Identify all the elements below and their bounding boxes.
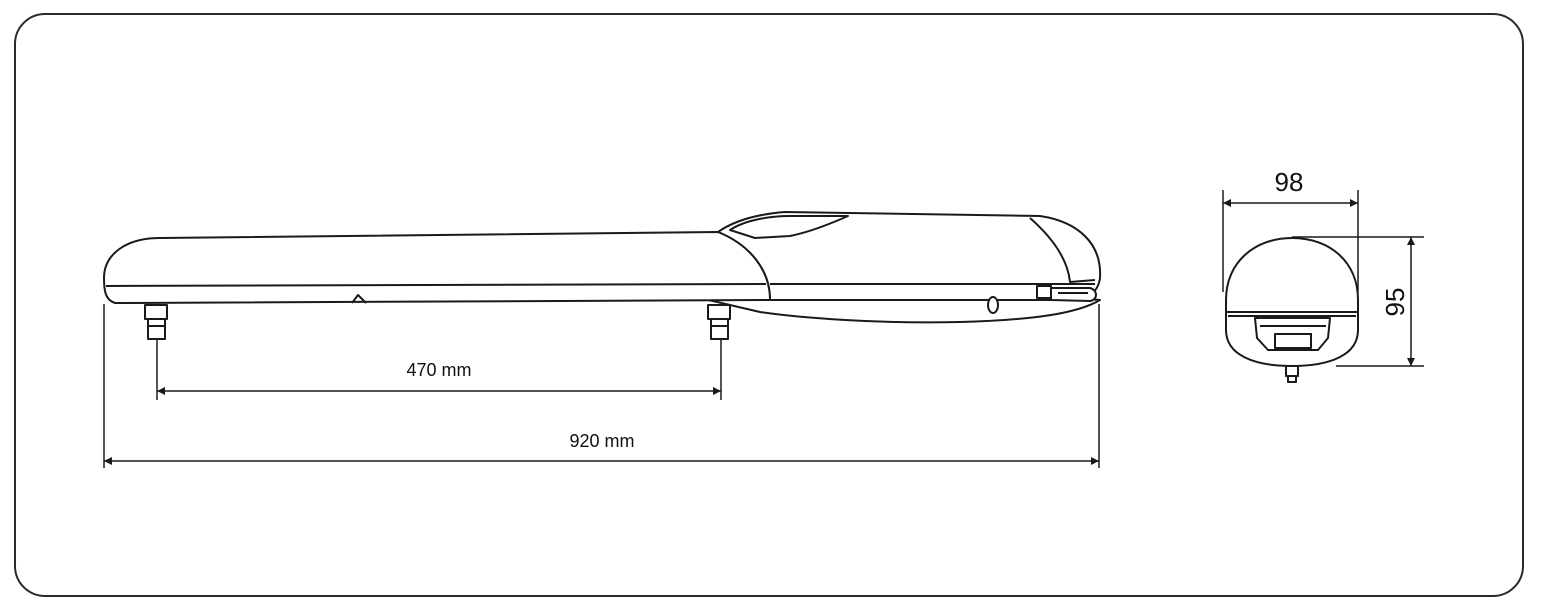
dimension-label-95: 95 [1380,288,1410,317]
fixing-hole [987,296,999,314]
section-view-dimensions [1222,190,1424,367]
mount-post-right [707,304,731,340]
arm-seam [105,283,767,287]
housing-end-cap [1029,217,1096,283]
housing-ridge [729,215,849,239]
section-stud [1285,365,1299,377]
dimension-label-920: 920 mm [569,431,634,451]
drawing-frame [14,13,1524,597]
dimension-label-470: 470 mm [406,360,471,380]
mount-post-left [144,304,168,340]
actuator-arm [103,231,771,304]
side-view-dimensions [103,304,1100,468]
rear-bracket [1036,285,1097,302]
dimension-label-98: 98 [1275,167,1304,197]
side-view [103,211,1102,340]
section-view [1225,237,1359,383]
actuator-lower-body [699,295,1101,324]
arm-notch [351,294,367,304]
